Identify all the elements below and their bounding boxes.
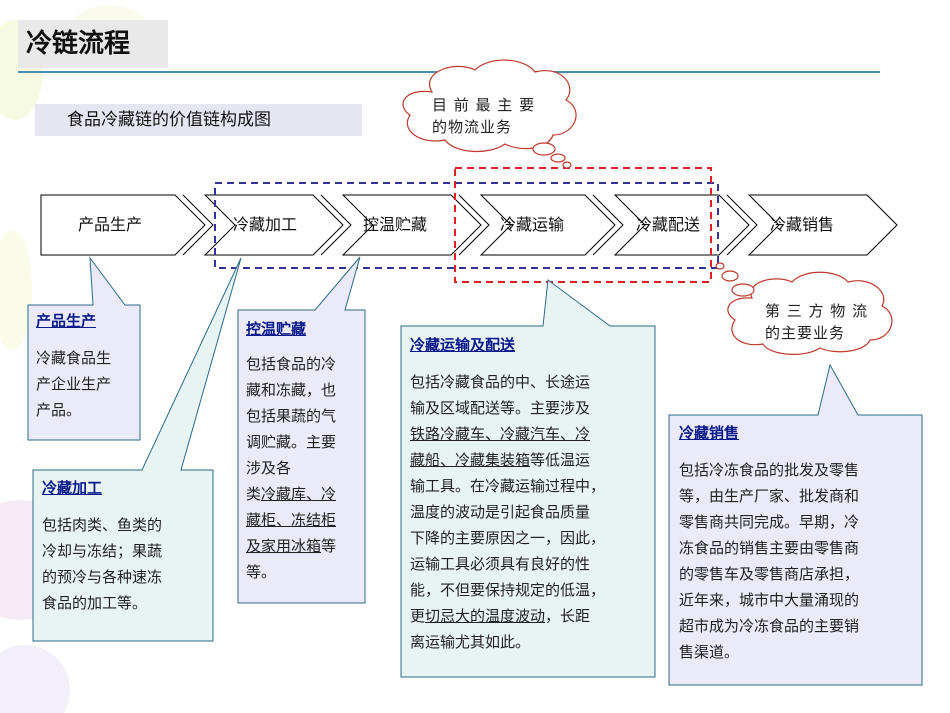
- linked-term: 藏柜、冻结柜: [246, 511, 337, 529]
- stage-label-distribution: 冷藏配送: [635, 215, 700, 234]
- body-line: 及家用冰箱等: [246, 533, 364, 559]
- thought-cloud-third-party: [715, 262, 893, 355]
- stage-chevron-line: [726, 194, 758, 256]
- stage-label-transport: 冷藏运输: [499, 215, 564, 234]
- body-line: 类冷藏库、冷: [246, 481, 364, 507]
- stage-label-processing: 冷藏加工: [232, 215, 297, 234]
- body-line: 的零售车及零售商店承担，: [679, 565, 860, 583]
- stage-chevron: [747, 194, 898, 256]
- callout-processing: 冷藏加工 包括肉类、鱼类的 冷却与冻结；果蔬 的预冷与各种速冻 食品的加工等。: [42, 477, 210, 616]
- stage-chevron-line: [182, 194, 214, 256]
- stage-label-production: 产品生产: [77, 215, 142, 234]
- callout-processing-shape: [32, 257, 242, 642]
- callout-transport-heading: 冷藏运输及配送: [410, 336, 516, 354]
- body-text: 类: [246, 485, 262, 503]
- body-line: 包括肉类、鱼类的: [42, 516, 163, 534]
- stage-label-sales: 冷藏销售: [769, 215, 834, 234]
- body-line: 等。: [246, 563, 277, 581]
- body-text: 等低温运: [530, 451, 591, 469]
- body-line: 下降的主要原因之一，因此，: [410, 529, 606, 547]
- body-line: 超市成为冷冻食品的主要销: [679, 617, 860, 635]
- callout-production: 产品生产 冷藏食品生 产企业生产 产品。: [36, 310, 136, 423]
- stage-chevron: [479, 194, 616, 256]
- stage-chevron-line: [458, 194, 490, 256]
- body-line: 冻食品的销售主要由零售商: [679, 539, 860, 557]
- thought-cloud-main: [402, 59, 577, 169]
- callout-sales-heading: 冷藏销售: [679, 424, 740, 442]
- stage-chevron-line: [320, 194, 352, 256]
- body-line: 温度的波动是引起食品质量: [410, 503, 591, 521]
- stage-chevron: [203, 194, 344, 256]
- cloud-main-line: 的物流业务: [432, 118, 513, 136]
- cloud-main-text: 目 前 最 主 要 的物流业务: [432, 94, 535, 138]
- body-line: 产品。: [36, 401, 82, 419]
- body-line: 调贮藏。主要: [246, 433, 337, 451]
- body-text: 等: [321, 537, 337, 555]
- body-line: 更切忌大的温度波动，长距: [410, 603, 650, 629]
- stage-label-storage: 控温贮藏: [362, 215, 427, 234]
- body-line: 冷藏食品生: [36, 349, 112, 367]
- body-line: 包括冷冻食品的批发及零售: [679, 461, 860, 479]
- page-title: 冷链流程: [18, 20, 168, 68]
- decor-blob: [0, 230, 32, 350]
- stage-chevron: [40, 194, 206, 256]
- callout-production-body: 冷藏食品生 产企业生产 产品。: [36, 345, 136, 423]
- body-line: 藏船、冷藏集装箱等低温运: [410, 447, 650, 473]
- red-dashed-frame: [454, 167, 712, 283]
- callout-sales-body: 包括冷冻食品的批发及零售 等，由生产厂家、批发商和 零售商共同完成。早期，冷 冻…: [679, 457, 919, 665]
- body-line: 包括果蔬的气: [246, 407, 337, 425]
- body-line: 零售商共同完成。早期，冷: [679, 513, 860, 531]
- diagram-subtitle: 食品冷藏链的价值链构成图: [35, 104, 362, 136]
- linked-term: 铁路冷藏车、冷藏汽车、冷: [410, 425, 591, 443]
- body-line: 包括冷藏食品的中、长途运: [410, 373, 591, 391]
- blue-dashed-frame: [214, 182, 719, 269]
- cloud-third-party-text: 第 三 方 物 流 的主要业务: [765, 300, 868, 344]
- stage-chevron-line: [592, 194, 624, 256]
- body-line: 等，由生产厂家、批发商和: [679, 487, 860, 505]
- body-line: 输工具。在冷藏运输过程中，: [410, 477, 606, 495]
- body-line: 输及区域配送等。主要涉及: [410, 399, 591, 417]
- body-line: 藏和冻藏，也: [246, 381, 337, 399]
- body-line: 涉及各: [246, 459, 292, 477]
- body-line: 冷却与冻结；果蔬: [42, 542, 163, 560]
- body-line: 能，不但要保持规定的低温，: [410, 581, 606, 599]
- body-line: 包括食品的冷: [246, 355, 337, 373]
- callout-sales-shape: [668, 363, 923, 686]
- callout-sales: 冷藏销售 包括冷冻食品的批发及零售 等，由生产厂家、批发商和 零售商共同完成。早…: [679, 422, 919, 665]
- body-line: 的预冷与各种速冻: [42, 568, 163, 586]
- callout-transport-body: 包括冷藏食品的中、长途运 输及区域配送等。主要涉及 铁路冷藏车、冷藏汽车、冷 藏…: [410, 369, 650, 655]
- callout-transport-shape: [400, 279, 656, 678]
- linked-term: 及家用冰箱: [246, 537, 322, 555]
- cloud-third-party-line: 第 三 方 物 流: [765, 302, 869, 320]
- decor-blob: [0, 645, 70, 713]
- linked-term: 冷藏库、冷: [261, 485, 337, 503]
- cloud-third-party-line: 的主要业务: [765, 324, 846, 342]
- body-line: 产企业生产: [36, 375, 112, 393]
- stage-chevron: [341, 194, 482, 256]
- body-line: 运输工具必须具有良好的性: [410, 555, 591, 573]
- linked-term: 藏船、冷藏集装箱: [410, 451, 531, 469]
- callout-storage-heading: 控温贮藏: [246, 320, 307, 338]
- stage-chevron: [613, 194, 750, 256]
- body-line: 售渠道。: [679, 643, 740, 661]
- body-line: 近年来，城市中大量涌现的: [679, 591, 860, 609]
- callout-processing-heading: 冷藏加工: [42, 479, 103, 497]
- body-line: 离运输尤其如此。: [410, 633, 531, 651]
- body-text: 更: [410, 607, 426, 625]
- callout-production-heading: 产品生产: [36, 312, 97, 330]
- linked-term: 切忌大的温度波动: [425, 607, 546, 625]
- callout-storage-shape: [237, 256, 366, 604]
- cloud-main-line: 目 前 最 主 要: [432, 96, 536, 114]
- body-text: ，长距: [545, 607, 591, 625]
- body-line: 食品的加工等。: [42, 594, 148, 612]
- callout-storage-body: 包括食品的冷 藏和冻藏，也 包括果蔬的气 调贮藏。主要 涉及各 类冷藏库、冷 藏…: [246, 351, 364, 585]
- callout-production-shape: [27, 256, 141, 441]
- callout-transport: 冷藏运输及配送 包括冷藏食品的中、长途运 输及区域配送等。主要涉及 铁路冷藏车、…: [410, 334, 650, 655]
- callout-processing-body: 包括肉类、鱼类的 冷却与冻结；果蔬 的预冷与各种速冻 食品的加工等。: [42, 512, 210, 616]
- callout-storage: 控温贮藏 包括食品的冷 藏和冻藏，也 包括果蔬的气 调贮藏。主要 涉及各 类冷藏…: [246, 318, 364, 585]
